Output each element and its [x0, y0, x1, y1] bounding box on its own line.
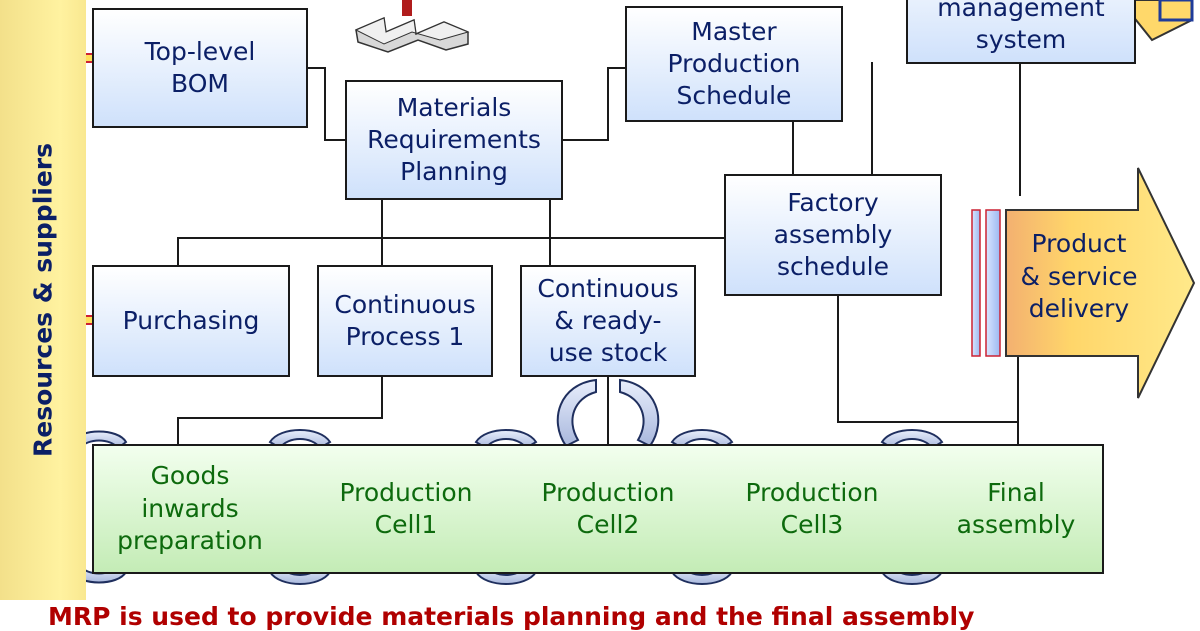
- product-service-delivery-label: Product & service delivery: [1020, 229, 1138, 323]
- delivery-arrow: [971, 167, 1196, 399]
- purchasing-box: Purchasing: [92, 265, 290, 377]
- continuous-process-box: Continuous Process 1: [317, 265, 493, 377]
- resources-suppliers-bar: Resources & suppliers: [0, 0, 86, 600]
- resources-suppliers-label: Resources & suppliers: [28, 142, 58, 458]
- management-system-box: management system: [906, 0, 1136, 64]
- master-production-schedule-box: Master Production Schedule: [625, 6, 843, 122]
- continuous-stock-box: Continuous & ready- use stock: [520, 265, 696, 377]
- factory-assembly-schedule-box: Factory assembly schedule: [724, 174, 942, 296]
- cell-production-1: Production Cell1: [339, 477, 473, 540]
- mrp-box: Materials Requirements Planning: [345, 80, 563, 200]
- cell-production-2: Production Cell2: [541, 477, 675, 540]
- cell-goods-inwards: Goods inwards preparation: [117, 461, 263, 556]
- cell-production-3: Production Cell3: [745, 477, 879, 540]
- connector-lines: [177, 62, 1021, 444]
- top-right-arrow: [1118, 0, 1194, 42]
- top-level-bom-box: Top-level BOM: [92, 8, 308, 128]
- production-cells-strip: [92, 444, 1104, 574]
- cell-final-assembly: Final assembly: [956, 477, 1076, 540]
- caption-text: MRP is used to provide materials plannin…: [48, 602, 975, 631]
- factory-machine-icon: [354, 0, 470, 53]
